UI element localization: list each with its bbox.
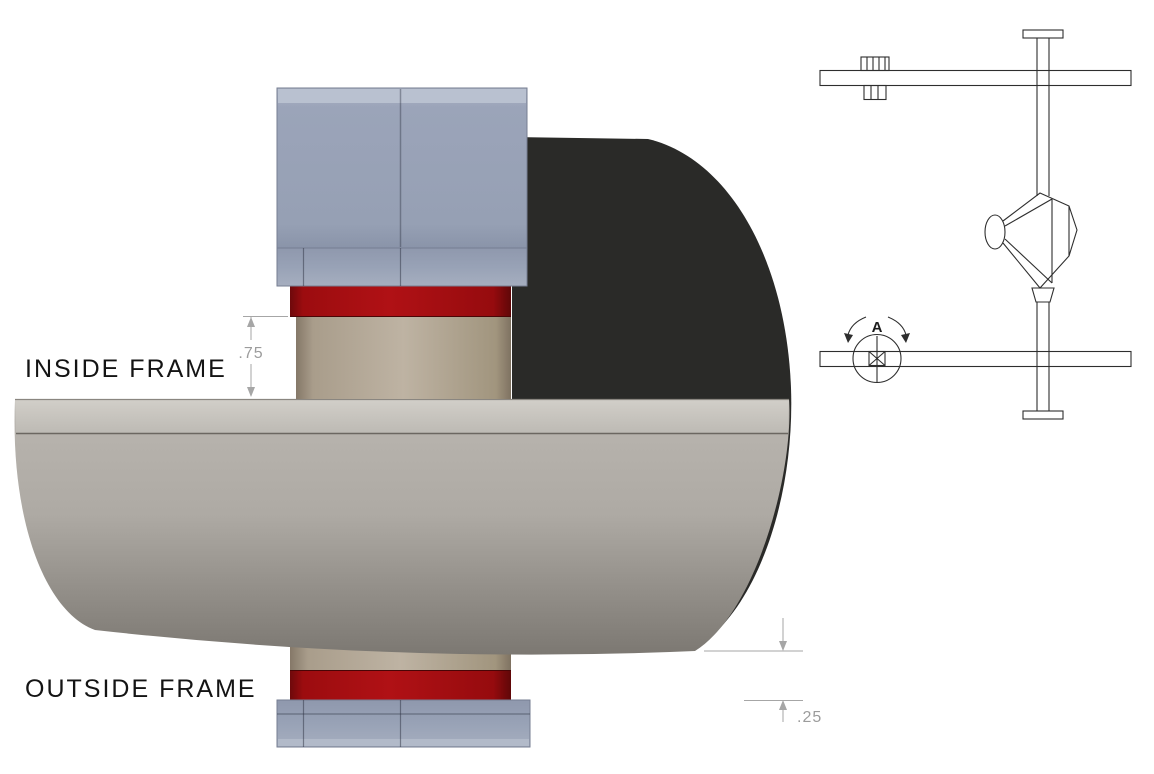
hub-collar — [1031, 287, 1055, 303]
top-clamp-top-face — [278, 89, 526, 103]
section-arrow-left — [847, 316, 867, 336]
upper-cross-plate — [819, 69, 1132, 87]
tube-highlight-band — [15, 399, 789, 433]
bottom-assembly — [276, 645, 531, 748]
bottom-red-washer — [290, 670, 511, 700]
dim-75-arrow-down — [247, 387, 255, 397]
lower-cross-plate — [819, 350, 1132, 368]
dimension-25: .25 — [704, 618, 822, 726]
top-assembly — [276, 87, 528, 399]
bottom-clamp-base-face — [278, 739, 529, 746]
top-clamp-collar — [276, 247, 528, 287]
section-arrow-right-head — [901, 333, 910, 343]
shaft-top-cap — [1022, 29, 1064, 39]
fastener-center-block — [868, 350, 886, 367]
frame-tube — [14, 399, 790, 655]
section-callout-label: A — [872, 319, 883, 336]
top-red-washer — [290, 286, 511, 317]
section-arrow-right — [887, 316, 907, 336]
dim-25-arrow-down — [779, 641, 787, 651]
section-arrow-left-head — [844, 333, 853, 343]
section-callout: A — [844, 316, 910, 343]
fastener-circle — [852, 333, 902, 384]
dimension-75: .75 — [238, 316, 288, 397]
hub-cone-tip — [984, 214, 1006, 250]
section-view-main — [14, 87, 792, 748]
dim-75-label: .75 — [238, 345, 263, 362]
label-outside-frame: OUTSIDE FRAME — [25, 675, 257, 703]
bottom-clamp-block — [276, 699, 531, 748]
top-clamp-block — [276, 87, 528, 287]
upper-clamp-nut — [860, 56, 890, 72]
hub-cone — [984, 192, 1078, 303]
upper-clamp-lower — [863, 84, 887, 101]
fastener-detail — [852, 333, 902, 384]
shaft — [1036, 38, 1050, 411]
top-spacer — [296, 317, 511, 399]
label-inside-frame: INSIDE FRAME — [25, 355, 227, 383]
dim-25-arrow-up — [779, 700, 787, 710]
shaft-bottom-cap — [1022, 410, 1064, 420]
side-view: A — [819, 29, 1132, 420]
dim-25-label: .25 — [797, 709, 822, 726]
dim-75-arrow-up — [247, 317, 255, 327]
